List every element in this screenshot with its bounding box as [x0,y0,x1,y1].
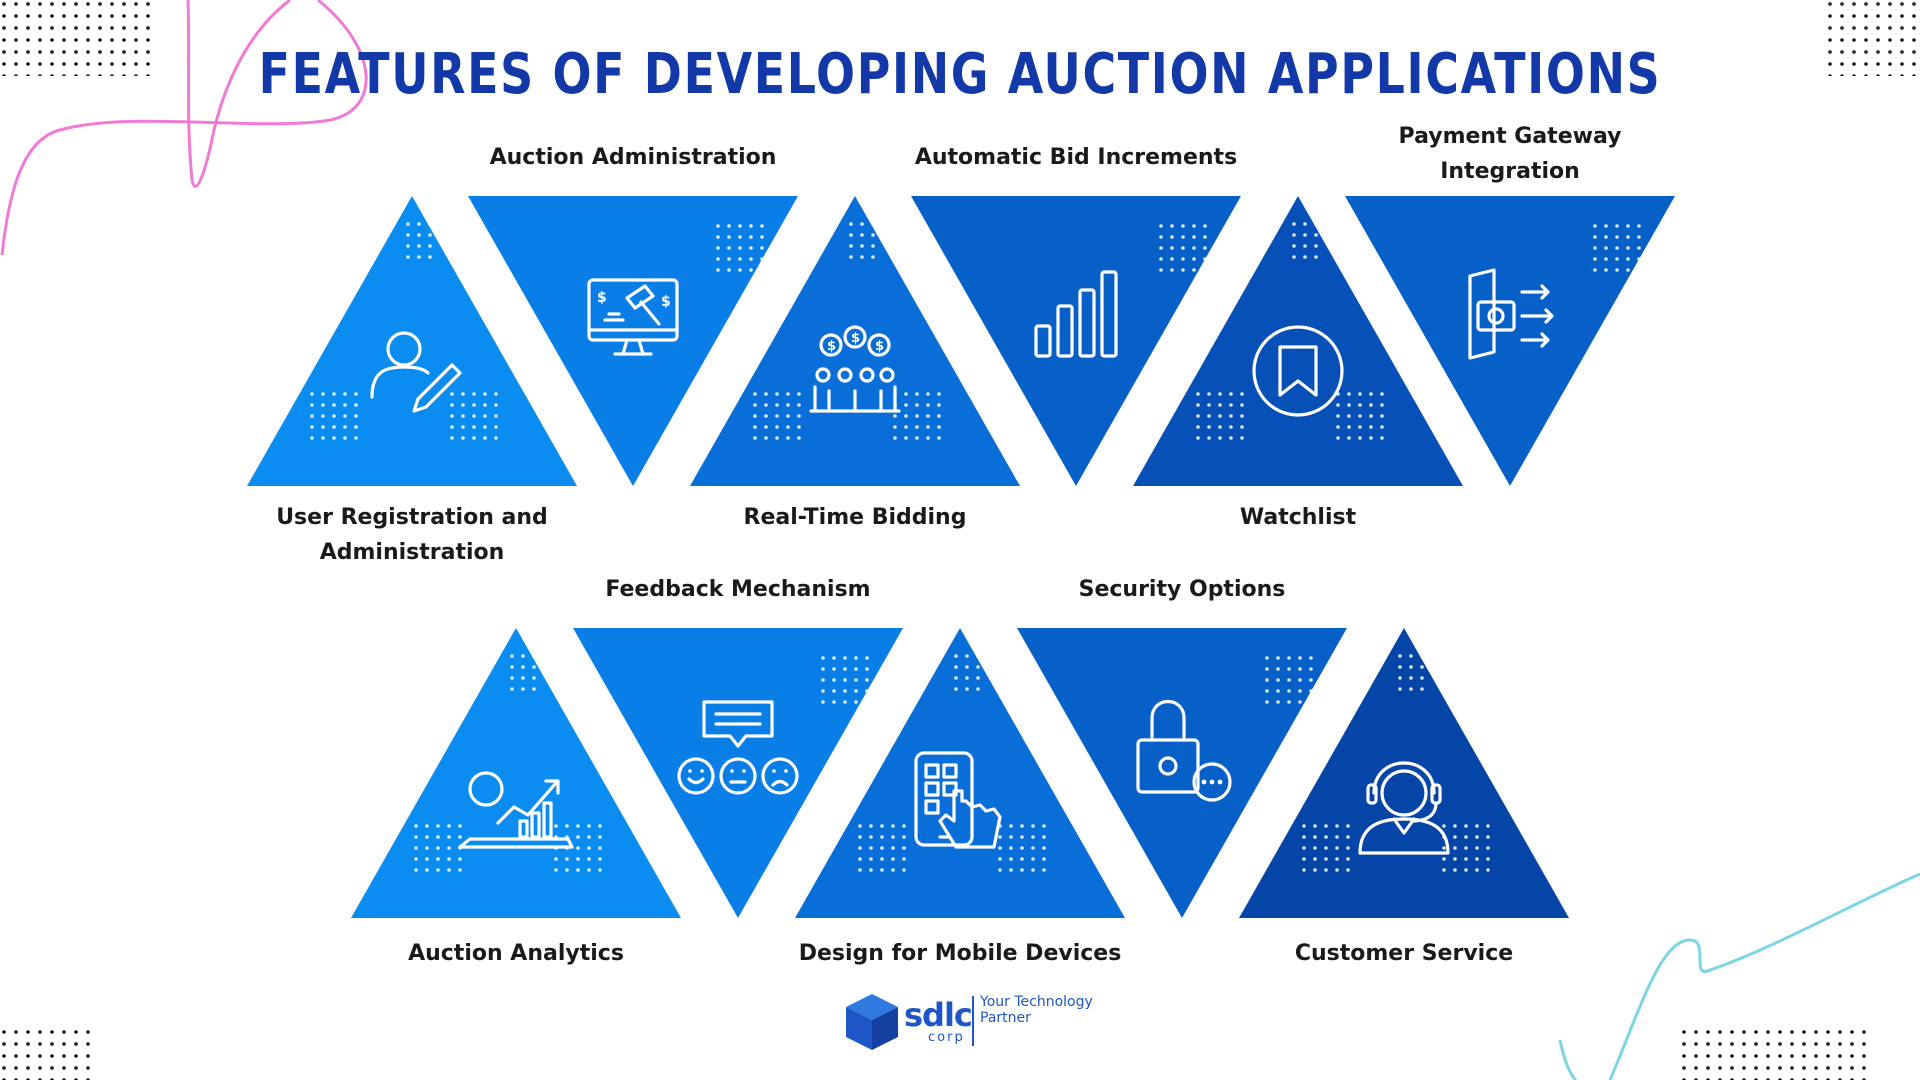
pink-curve-decoration [0,0,368,256]
bookmark-icon [1252,325,1344,417]
feature-label: Security Options [1078,577,1286,602]
dot-cluster-decoration [858,654,1046,872]
feedback-icon [677,700,799,795]
dot-cluster-decoration [1265,656,1313,704]
dot-cluster-decoration [414,654,602,872]
feature-triangle [351,628,681,918]
feature-triangle: $ $ $ [690,196,1020,486]
dot-cluster-decoration [716,224,764,272]
feature-label: User Registration and Administration [276,505,548,565]
logo-wordmark: sdlc [904,996,973,1034]
feature-label: Feedback Mechanism [605,577,871,602]
dot-cluster-decoration [1302,654,1490,872]
dot-grid-decoration [1826,0,1920,76]
dot-cluster-decoration [1159,224,1207,272]
padlock-icon [1136,700,1232,802]
logo-divider [972,996,974,1046]
logo-tagline: Your Technology Partner [980,994,1093,1026]
bidders-icon: $ $ $ [809,325,901,413]
feature-triangle [911,196,1241,486]
feature-label: Design for Mobile Devices [798,941,1122,966]
feature-triangle [247,196,577,486]
svg-text:$: $ [597,290,607,306]
svg-text:$: $ [661,294,671,310]
mobile-touch-icon [914,751,1002,849]
dot-grid-decoration [0,1028,96,1080]
feature-label: Payment Gateway Integration [1398,124,1622,184]
svg-text:$: $ [875,339,884,354]
user-edit-icon [370,331,462,413]
svg-text:$: $ [827,339,836,354]
feature-label: Real-Time Bidding [743,505,967,530]
dot-cluster-decoration [1196,222,1384,440]
logo-sub: corp [928,1030,965,1045]
page-title: FEATURES OF DEVELOPING AUCTION APPLICATI… [258,42,1662,107]
feature-label: Watchlist [1239,505,1357,530]
cyan-curve-decoration [1558,872,1920,1080]
headset-agent-icon [1358,761,1450,855]
feature-triangle [795,628,1125,918]
feature-triangle: $$ [468,196,798,486]
feature-triangle [573,628,903,918]
svg-text:$: $ [851,331,860,346]
dot-cluster-decoration [821,656,869,704]
feature-triangle [1017,628,1347,918]
feature-label: Auction Analytics [408,941,624,966]
auction-monitor-icon: $$ [587,278,679,356]
feature-label: Customer Service [1294,941,1514,966]
dot-cluster-decoration [310,222,498,440]
feature-triangle [1345,196,1675,486]
cube-logo-icon [846,994,898,1050]
feature-triangle [1133,196,1463,486]
company-logo: sdlc corp Your Technology Partner [844,990,1093,1054]
dot-grid-decoration [0,0,150,76]
feature-label: Auction Administration [489,145,777,170]
analytics-icon [458,771,574,849]
dot-grid-decoration [1680,1028,1870,1080]
dot-cluster-decoration [1593,224,1641,272]
feature-triangle [1239,628,1569,918]
bar-chart-icon [1034,270,1118,358]
feature-label: Automatic Bid Increments [914,145,1238,170]
payment-card-icon [1468,268,1554,360]
